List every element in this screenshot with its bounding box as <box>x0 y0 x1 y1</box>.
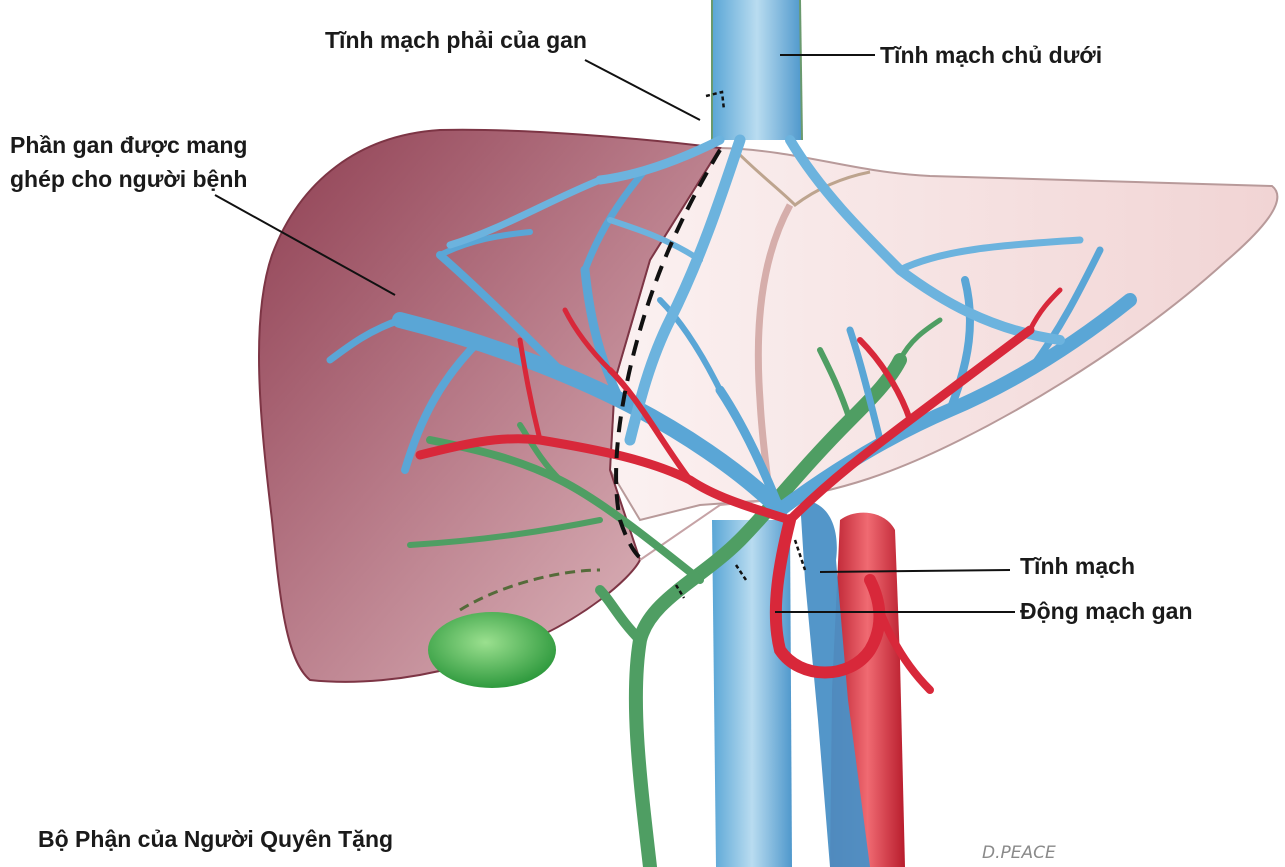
remnant-liver-lobe <box>610 148 1277 520</box>
label-graft-line-2: ghép cho người bệnh <box>10 166 247 192</box>
gallbladder <box>428 612 556 688</box>
label-graft-line-1: Phần gan được mang <box>10 132 247 158</box>
label-right-hepatic-vein: Tĩnh mạch phải của gan <box>325 27 587 53</box>
label-inferior-vena-cava: Tĩnh mạch chủ dưới <box>880 42 1102 68</box>
label-donor-title: Bộ Phận của Người Quyên Tặng <box>38 826 393 852</box>
artist-signature: D.PEACE <box>982 843 1056 863</box>
label-portal-vein: Tĩnh mạch <box>1020 553 1135 579</box>
label-hepatic-artery: Động mạch gan <box>1020 598 1193 624</box>
